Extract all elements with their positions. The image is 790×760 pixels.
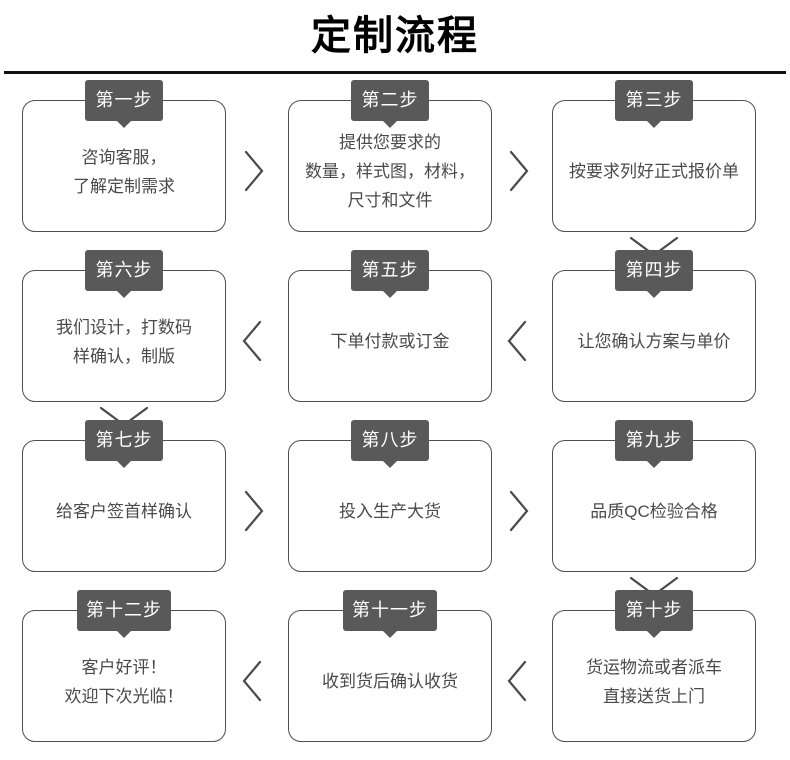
step-text: 我们设计，打数码 样确认，制版 xyxy=(30,270,218,402)
step-badge: 第九步 xyxy=(615,420,693,461)
step-badge: 第二步 xyxy=(351,80,429,121)
step-text-line: 了解定制需求 xyxy=(73,176,175,196)
step-cell-1[interactable]: 第一步 咨询客服， 了解定制需求 xyxy=(22,80,226,232)
step-badge: 第七步 xyxy=(85,420,163,461)
chevron-left-icon xyxy=(503,318,533,364)
chevron-right-icon xyxy=(238,148,268,194)
step-text-line: 样确认，制版 xyxy=(73,346,175,366)
chevron-right-icon xyxy=(503,488,533,534)
chevron-left-icon xyxy=(238,318,268,364)
flow-row-3: 第七步 给客户签首样确认 第八步 投入生产大货 xyxy=(0,420,790,590)
flow-row-2: 第六步 我们设计，打数码 样确认，制版 第五步 下单付款或订金 xyxy=(0,250,790,420)
step-text-line: 咨询客服， xyxy=(81,147,167,167)
step-cell-9[interactable]: 第九步 品质QC检验合格 xyxy=(552,420,756,572)
step-text-line: 欢迎下次光临！ xyxy=(64,686,184,706)
step-text: 提供您要求的 数量，样式图，材料， 尺寸和文件 xyxy=(296,100,484,232)
step-cell-12[interactable]: 第十二步 客户好评！ 欢迎下次光临！ xyxy=(22,590,226,742)
step-badge: 第五步 xyxy=(351,250,429,291)
chevron-right-icon xyxy=(503,148,533,194)
step-text-line: 按要求列好正式报价单 xyxy=(569,162,739,181)
step-box xyxy=(552,440,756,572)
step-badge: 第六步 xyxy=(85,250,163,291)
step-cell-6[interactable]: 第六步 我们设计，打数码 样确认，制版 xyxy=(22,250,226,402)
step-text-line: 我们设计，打数码 xyxy=(56,317,192,337)
step-badge: 第十二步 xyxy=(77,590,171,631)
step-text-line: 收到货后确认收货 xyxy=(322,672,458,691)
step-badge: 第十一步 xyxy=(343,590,437,631)
chevron-right-icon xyxy=(238,488,268,534)
step-badge: 第四步 xyxy=(615,250,693,291)
flow-diagram: 第一步 咨询客服， 了解定制需求 第二步 提供您要求的 数量，样式图，材料， 尺… xyxy=(0,80,790,754)
step-cell-2[interactable]: 第二步 提供您要求的 数量，样式图，材料， 尺寸和文件 xyxy=(288,80,492,232)
step-text: 给客户签首样确认 xyxy=(30,440,218,572)
step-badge: 第十步 xyxy=(615,590,693,631)
step-cell-11[interactable]: 第十一步 收到货后确认收货 xyxy=(288,590,492,742)
step-cell-8[interactable]: 第八步 投入生产大货 xyxy=(288,420,492,572)
step-cell-3[interactable]: 第三步 按要求列好正式报价单 xyxy=(552,80,756,232)
step-badge: 第八步 xyxy=(351,420,429,461)
step-cell-7[interactable]: 第七步 给客户签首样确认 xyxy=(22,420,226,572)
step-cell-4[interactable]: 第四步 让您确认方案与单价 xyxy=(552,250,756,402)
step-badge: 第三步 xyxy=(615,80,693,121)
step-text-line: 客户好评！ xyxy=(81,657,167,677)
step-text-line: 给客户签首样确认 xyxy=(56,502,192,521)
step-cell-10[interactable]: 第十步 货运物流或者派车 直接送货上门 xyxy=(552,590,756,742)
step-text-line: 提供您要求的 xyxy=(339,133,441,152)
step-text: 让您确认方案与单价 xyxy=(560,270,748,402)
step-text-line: 尺寸和文件 xyxy=(347,191,433,210)
step-text: 客户好评！ 欢迎下次光临！ xyxy=(30,610,218,742)
step-text-line: 品质QC检验合格 xyxy=(590,502,718,521)
step-badge: 第一步 xyxy=(85,80,163,121)
step-text: 按要求列好正式报价单 xyxy=(560,100,748,232)
step-text: 收到货后确认收货 xyxy=(296,610,484,742)
step-text-line: 投入生产大货 xyxy=(339,502,441,521)
chevron-left-icon xyxy=(503,658,533,704)
title-divider xyxy=(4,71,786,74)
step-text-line: 下单付款或订金 xyxy=(330,332,450,351)
step-text-line: 数量，样式图，材料， xyxy=(305,162,475,181)
page-header: 定制流程 xyxy=(0,0,790,82)
chevron-left-icon xyxy=(238,658,268,704)
step-text: 咨询客服， 了解定制需求 xyxy=(30,100,218,232)
step-text: 下单付款或订金 xyxy=(296,270,484,402)
step-text: 货运物流或者派车 直接送货上门 xyxy=(560,610,748,742)
step-text: 品质QC检验合格 xyxy=(560,440,748,572)
step-text-line: 货运物流或者派车 xyxy=(586,657,722,677)
step-text-line: 直接送货上门 xyxy=(603,686,705,706)
page-title: 定制流程 xyxy=(311,14,479,58)
step-text: 投入生产大货 xyxy=(296,440,484,572)
step-text-line: 让您确认方案与单价 xyxy=(577,332,731,351)
flow-row-1: 第一步 咨询客服， 了解定制需求 第二步 提供您要求的 数量，样式图，材料， 尺… xyxy=(0,80,790,250)
flow-row-4: 第十二步 客户好评！ 欢迎下次光临！ 第十一步 收到货后确认收货 xyxy=(0,590,790,760)
step-cell-5[interactable]: 第五步 下单付款或订金 xyxy=(288,250,492,402)
